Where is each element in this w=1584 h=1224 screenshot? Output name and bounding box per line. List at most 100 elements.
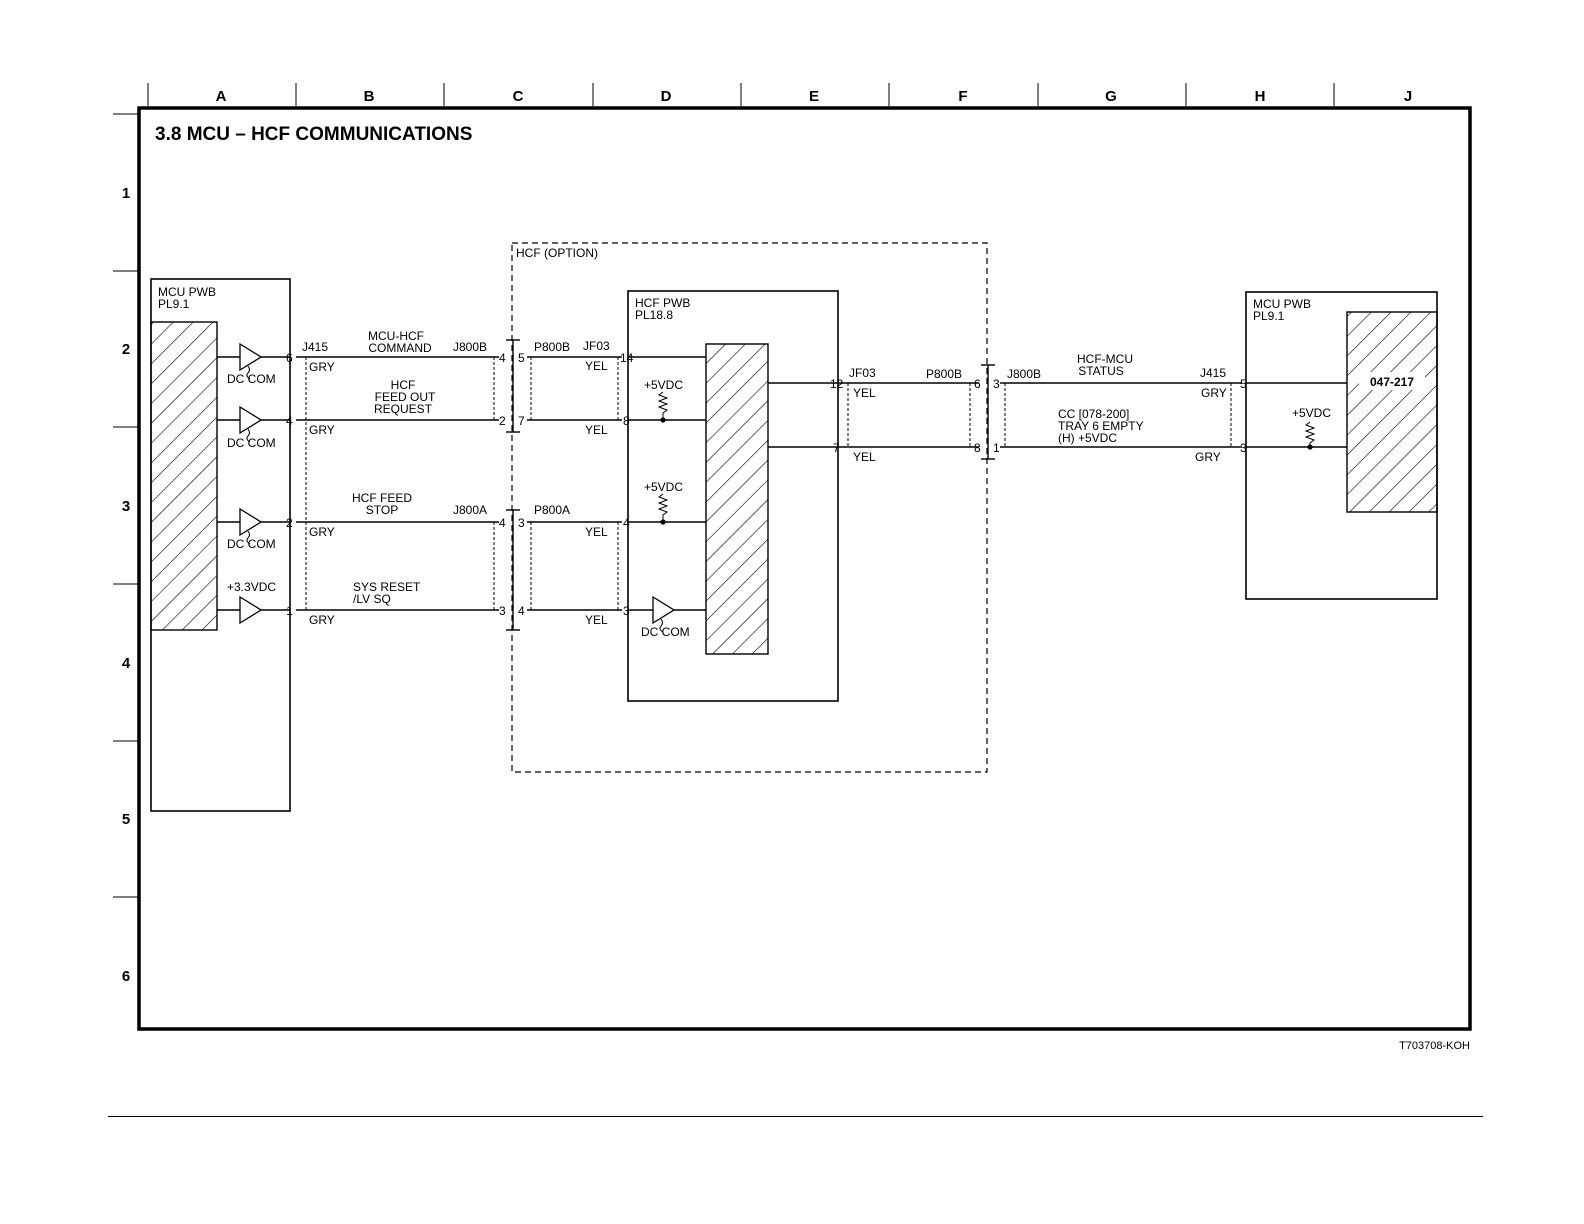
row-label: 2 [122,341,130,358]
pin-number: 14 [620,351,634,365]
mcu-left-ic [150,321,218,631]
connector-label: J800A [453,503,487,517]
cc-note: CC [078-200] [1058,407,1129,421]
pin-number: 6 [974,377,981,391]
signal-name: /LV SQ [353,592,391,606]
signal-name: STOP [366,503,398,517]
row-label: 3 [122,498,130,515]
wire-color: GRY [309,360,335,374]
resistor-icon [657,493,669,517]
hcf-option-box [511,242,988,773]
wire-color: YEL [585,613,608,627]
row-grid: 1 2 3 4 5 6 [113,113,139,985]
diagram-frame [137,106,1472,1031]
pin-number: 3 [1240,441,1247,455]
driver-triangle [239,342,263,372]
connector-label: P800B [534,340,570,354]
pin-number: 1 [286,604,293,618]
connector-label: J800B [453,340,487,354]
hcf-ic [705,343,769,655]
hcf-pwb-name: HCF PWB [635,296,690,310]
pin-number: 2 [499,414,506,428]
v5-label: +5VDC [1292,406,1331,420]
pin-number: 4 [499,516,506,530]
column-label: B [364,88,375,105]
dc-com-label: DC COM [227,537,276,551]
pin-number: 2 [286,516,293,530]
wire-color: GRY [1201,386,1227,400]
hcf-internal [628,356,838,633]
left-drivers: DC COM DC COM DC COM +3.3VDC [217,342,290,625]
pin-number: 7 [833,441,840,455]
left-harness [296,356,499,611]
pin-number: 4 [623,516,630,530]
signal-name: HCF-MCU [1077,352,1133,366]
mcu-left-name: MCU PWB [158,285,216,299]
signal-name: SYS RESET [353,580,421,594]
pin-number: 5 [518,351,525,365]
driver-triangle [239,405,263,435]
signal-name: HCF FEED [352,491,412,505]
connector-label: J415 [1200,366,1226,380]
column-label: J [1404,88,1412,105]
mcu-right-ic [1346,311,1438,513]
pin-number: 3 [518,516,525,530]
pin-number: 4 [518,604,525,618]
wire-color: YEL [853,450,876,464]
error-code: 047-217 [1370,375,1414,389]
pin-number: 4 [286,414,293,428]
wire-color: GRY [1195,450,1221,464]
resistor-icon [1304,421,1316,445]
dc-com-label: DC COM [227,372,276,386]
code-label-bg [1359,372,1425,390]
page-title: 3.8 MCU – HCF COMMUNICATIONS [155,124,472,145]
cc-note: (H) +5VDC [1058,431,1117,445]
pin-number: 3 [623,604,630,618]
pin-number: 3 [499,604,506,618]
wire-color: YEL [585,525,608,539]
column-label: D [661,88,672,105]
connector-label: P800B [926,367,962,381]
column-label: C [513,88,524,105]
pin-number: 4 [499,351,506,365]
pin-number: 5 [1240,377,1247,391]
pin-number: 12 [830,377,844,391]
column-grid: A B C D E F G H J [147,83,1412,106]
footer-rule [108,1116,1483,1117]
receiver-triangle [652,595,676,625]
wire-color: GRY [309,613,335,627]
hcf-out-harness [838,382,979,448]
right-harness [1000,382,1242,448]
connector-label: JF03 [849,366,876,380]
column-label: G [1105,88,1117,105]
signal-name: STATUS [1078,364,1124,378]
hcf-option-label: HCF (OPTION) [516,246,598,260]
mcu-left-ref: PL9.1 [158,297,190,311]
resistor-icon [657,391,669,415]
mcu-right-name: MCU PWB [1253,297,1311,311]
dc-com-label: DC COM [227,436,276,450]
wire-color: YEL [585,423,608,437]
v33-label: +3.3VDC [227,580,276,594]
hcf-in-harness [527,356,622,611]
wire-color: YEL [585,359,608,373]
signal-name: MCU-HCF [368,329,424,343]
pin-number: 1 [993,441,1000,455]
wire-color: GRY [309,525,335,539]
row-label: 5 [122,811,130,828]
pin-number: 7 [518,414,525,428]
hcf-pwb-ref: PL18.8 [635,308,673,322]
mcu-right-ref: PL9.1 [1253,309,1285,323]
connector-label: P800A [534,503,570,517]
receiver-triangle [239,595,263,625]
row-label: 1 [122,185,130,202]
column-label: F [958,88,967,105]
v5-label: +5VDC [644,378,683,392]
connector-f-column [981,364,995,460]
connector-c-column [506,339,520,631]
connector-label: J800B [1007,367,1041,381]
wire-color: YEL [853,386,876,400]
signal-name: HCF [391,378,416,392]
column-label: H [1255,88,1266,105]
